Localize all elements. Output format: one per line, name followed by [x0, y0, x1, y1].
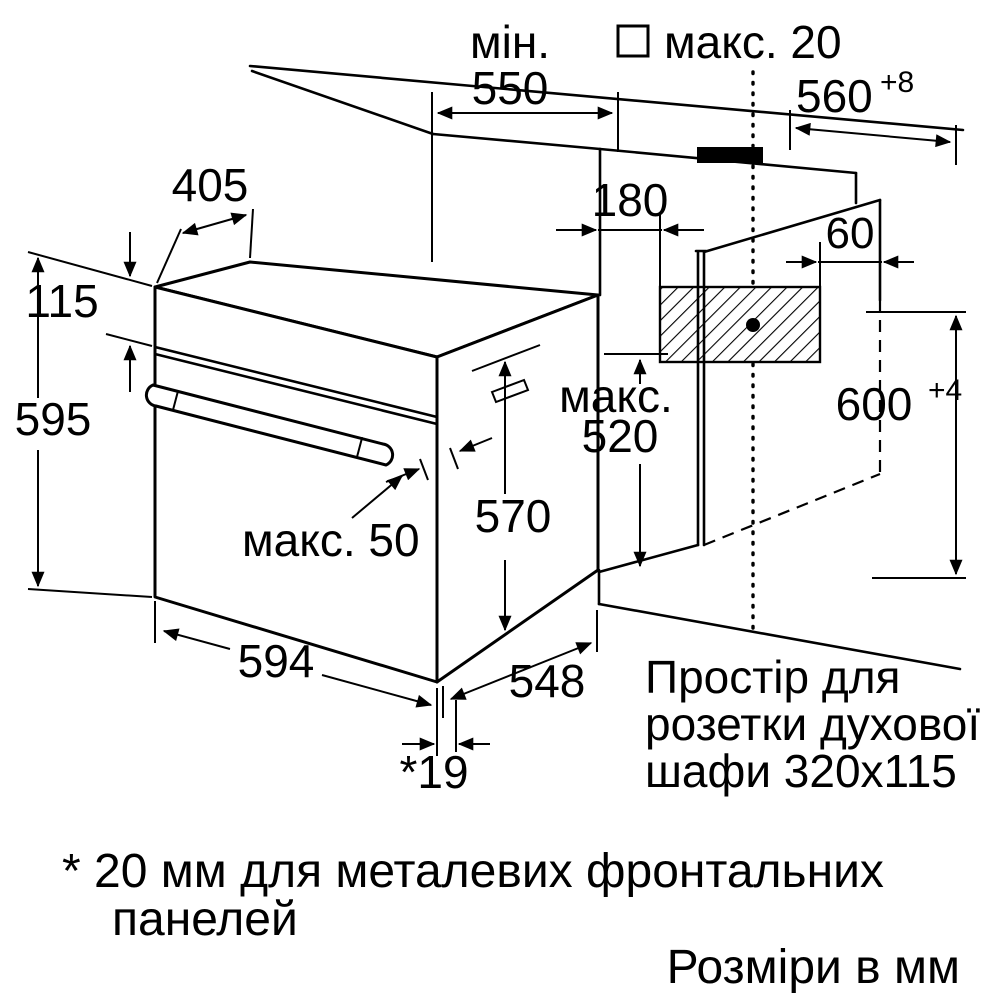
dim-label-maks: макс.	[559, 370, 673, 422]
leader-arrow	[351, 475, 403, 519]
dimension-60: 60	[786, 209, 914, 286]
handle-end-right-detail	[356, 437, 363, 458]
dim-label-max-20: макс. 20	[664, 16, 842, 68]
extension-line	[449, 447, 459, 470]
footnote-line2: панелей	[112, 893, 298, 946]
dimension-600: 600 +4	[836, 311, 966, 579]
worktop-underside-mid	[431, 132, 602, 151]
dimension-line	[794, 122, 952, 148]
dimension-595: 595	[15, 251, 153, 598]
dim-label-min: мін.	[470, 16, 550, 68]
hidden-bottom-edge	[703, 472, 881, 547]
dimension-max-520: макс. 520	[559, 353, 673, 568]
dimension-570: 570	[471, 344, 552, 632]
dim-label-548: 548	[509, 655, 586, 707]
control-panel-bottom-edge	[153, 345, 439, 419]
dim-label-405: 405	[172, 159, 249, 211]
dimension-594: 594	[154, 601, 438, 756]
outlet-area	[658, 70, 822, 633]
dim-label-600: 600	[836, 378, 913, 430]
extension-line	[27, 251, 153, 287]
footnote-line1: * 20 мм для металевих фронтальних	[62, 845, 884, 898]
worktop-underside-left	[250, 69, 435, 136]
square-symbol	[616, 24, 650, 58]
dim-label-180: 180	[592, 174, 669, 226]
dimension-min-550: мін. 550	[431, 16, 619, 262]
dimension-548: 548	[442, 610, 598, 718]
dim-label-550: 550	[472, 62, 549, 114]
extension-line	[419, 458, 429, 481]
dim-label-max-50: макс. 50	[242, 514, 420, 566]
dim-label-570: 570	[475, 490, 552, 542]
dimension-arrow-right	[321, 674, 433, 708]
outlet-note-line1: Простір для	[645, 651, 900, 703]
dim-label-19: *19	[399, 746, 468, 798]
dim-label-600-tolerance: +4	[928, 374, 962, 407]
dimension-line	[449, 642, 593, 700]
dimension-max-20: макс. 20	[616, 16, 842, 68]
dimension-19: *19	[399, 700, 490, 798]
outlet-note-line3: шафи 320x115	[645, 745, 957, 797]
outlet-note-line2: розетки духової	[645, 698, 980, 750]
door-top-edge	[153, 352, 439, 426]
extension-line	[27, 588, 153, 598]
side-latch-detail	[490, 378, 530, 404]
side-panel-top-edge	[702, 198, 882, 254]
niche-floor-front-edge	[597, 543, 700, 574]
extension-line	[156, 228, 182, 284]
dim-label-60: 60	[826, 209, 875, 258]
extension-line	[105, 333, 153, 347]
dim-label-595: 595	[15, 393, 92, 445]
dim-label-594: 594	[238, 635, 315, 687]
dimension-arrow-right	[458, 437, 493, 452]
worktop-top-edge	[248, 64, 965, 132]
dimension-line	[181, 212, 248, 236]
extension-line	[249, 208, 254, 259]
outlet-center-point	[746, 318, 760, 332]
dim-label-520: 520	[582, 410, 659, 462]
worktop-drawing	[248, 64, 965, 205]
oven-front-face	[153, 285, 439, 684]
spacer-block	[697, 147, 763, 163]
units-note: Розміри в мм	[667, 941, 960, 994]
dim-label-560-tolerance: +8	[880, 66, 914, 99]
dimension-180: 180	[556, 174, 704, 286]
hatched-outlet-zone	[658, 285, 822, 364]
oven-door-handle	[144, 383, 395, 467]
extension-line	[471, 344, 541, 372]
dim-label-560: 560	[796, 70, 873, 122]
handle-end-left-detail	[172, 390, 179, 411]
dim-label-115: 115	[25, 275, 98, 327]
outlet-note: Простір для розетки духової шафи 320x115	[645, 651, 980, 797]
dimension-405: 405	[156, 159, 254, 284]
dimension-arrow-left	[162, 628, 231, 650]
dimension-560: 560 +8	[789, 66, 957, 165]
footnote: * 20 мм для металевих фронтальних панеле…	[62, 845, 884, 946]
oven-drawing	[144, 260, 600, 684]
cabinet-bottom-front-edge	[597, 602, 962, 671]
dimension-max-50: макс. 50	[242, 437, 493, 566]
